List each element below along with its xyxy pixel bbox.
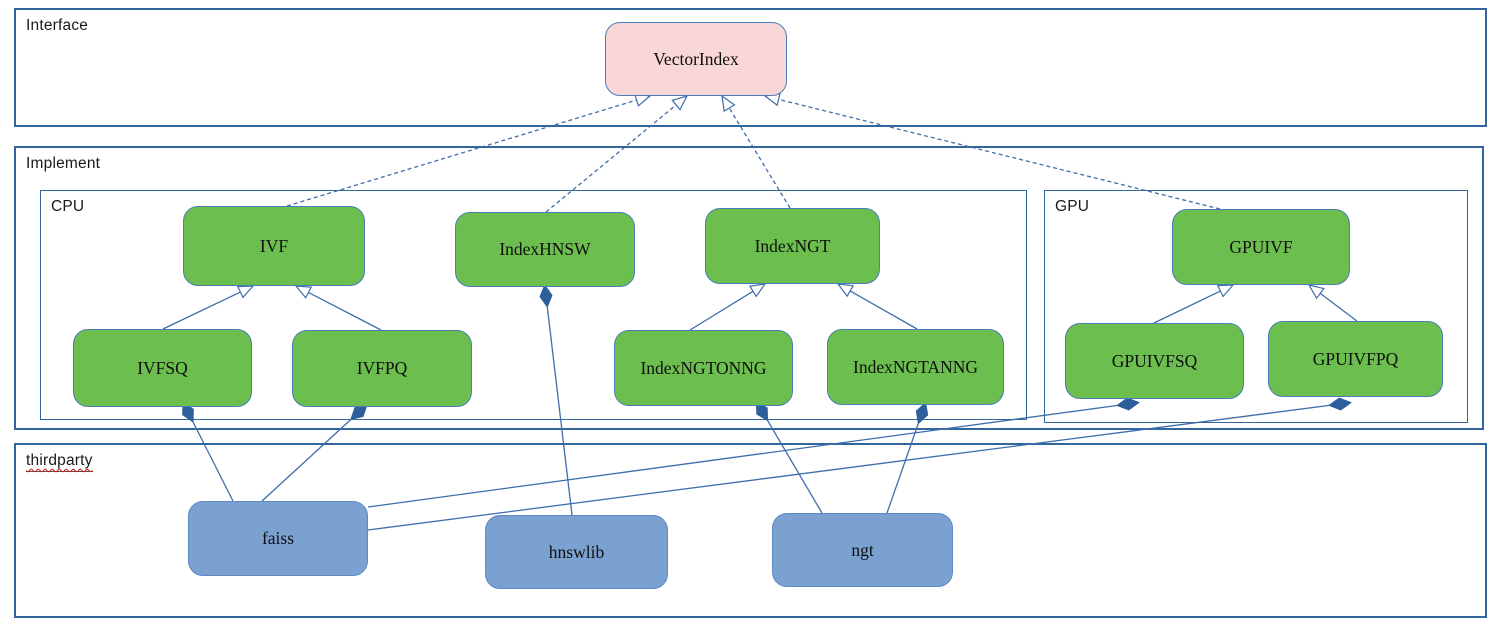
composition-diamond-icon <box>539 284 553 308</box>
group-thirdparty: thirdparty <box>14 443 1487 618</box>
edge-inheritance-IVFPQ-to-IVF <box>308 291 382 331</box>
arrowhead-hollow-triangle-icon <box>721 94 736 113</box>
group-interface: Interface <box>14 8 1487 127</box>
group-label-implement: Implement <box>26 155 101 172</box>
arrowhead-hollow-triangle-icon <box>1216 284 1235 298</box>
group-gpu: GPU <box>1044 190 1468 423</box>
node-IndexNGTANNG: IndexNGTANNG <box>827 329 1004 405</box>
edge-composition-IVFPQ-to-faiss <box>261 411 360 502</box>
arrowhead-hollow-triangle-icon <box>1307 284 1325 300</box>
group-label-interface: Interface <box>26 17 89 34</box>
group-label-thirdparty: thirdparty <box>26 452 93 472</box>
edge-inheritance-IndexNGTONNG-to-IndexNGT <box>689 290 754 331</box>
node-GPUIVFSQ: GPUIVFSQ <box>1065 323 1244 399</box>
node-label-IndexNGT: IndexNGT <box>754 235 831 256</box>
edge-inheritance-IVFSQ-to-IVF <box>162 291 241 330</box>
group-label-gpu: GPU <box>1055 198 1090 215</box>
node-label-IVFPQ: IVFPQ <box>356 358 408 378</box>
node-label-IndexHNSW: IndexHNSW <box>499 239 591 259</box>
node-ngt: ngt <box>772 513 953 587</box>
node-VectorIndex: VectorIndex <box>605 22 787 96</box>
edge-inheritance-GPUIVFSQ-to-GPUIVF <box>1153 290 1221 324</box>
edge-composition-IndexNGTONNG-to-ngt <box>761 410 823 514</box>
node-label-IndexNGTONNG: IndexNGTONNG <box>640 357 767 378</box>
node-label-IVFSQ: IVFSQ <box>137 357 188 378</box>
arrowhead-hollow-triangle-icon <box>634 93 652 107</box>
edge-realization-IVF-to-VectorIndex <box>286 99 637 207</box>
edge-composition-IndexHNSW-to-hnswlib <box>545 295 573 516</box>
edge-composition-IVFSQ-to-faiss <box>187 411 234 502</box>
edge-inheritance-GPUIVFPQ-to-GPUIVF <box>1319 292 1358 322</box>
node-label-ngt: ngt <box>851 539 874 560</box>
edge-realization-GPUIVF-to-VectorIndex <box>778 98 1221 210</box>
edge-composition-IndexNGTANNG-to-ngt <box>886 412 923 514</box>
edge-composition-GPUIVFSQ-to-faiss <box>367 403 1129 508</box>
node-IndexNGT: IndexNGT <box>705 208 880 284</box>
node-label-IndexNGTANNG: IndexNGTANNG <box>853 356 978 377</box>
node-label-GPUIVFSQ: GPUIVFSQ <box>1111 350 1198 371</box>
arrowhead-hollow-triangle-icon <box>236 285 255 299</box>
node-IndexHNSW: IndexHNSW <box>455 212 635 287</box>
edge-composition-GPUIVFPQ-to-faiss <box>367 403 1341 531</box>
group-label-cpu: CPU <box>51 198 85 215</box>
edge-realization-IndexNGT-to-VectorIndex <box>728 107 791 209</box>
node-label-hnswlib: hnswlib <box>548 541 605 562</box>
composition-diamond-icon <box>1116 397 1140 411</box>
node-GPUIVF: GPUIVF <box>1172 209 1350 285</box>
edge-realization-IndexHNSW-to-VectorIndex <box>545 104 677 213</box>
composition-diamond-icon <box>915 401 929 425</box>
node-IVFSQ: IVFSQ <box>73 329 252 407</box>
composition-diamond-icon <box>1328 397 1352 411</box>
node-label-faiss: faiss <box>261 528 295 548</box>
arrowhead-hollow-triangle-icon <box>671 95 689 111</box>
node-GPUIVFPQ: GPUIVFPQ <box>1268 321 1443 397</box>
node-label-IVF: IVF <box>259 235 289 256</box>
node-IVFPQ: IVFPQ <box>292 330 472 407</box>
node-IVF: IVF <box>183 206 365 286</box>
edge-inheritance-IndexNGTANNG-to-IndexNGT <box>849 290 918 330</box>
arrowhead-hollow-triangle-icon <box>836 283 855 298</box>
arrowhead-hollow-triangle-icon <box>748 283 767 298</box>
node-faiss: faiss <box>188 501 368 576</box>
arrowhead-hollow-triangle-icon <box>294 285 313 299</box>
node-label-VectorIndex: VectorIndex <box>653 48 739 69</box>
node-label-GPUIVF: GPUIVF <box>1229 236 1293 257</box>
group-implement: Implement <box>14 146 1484 430</box>
node-label-GPUIVFPQ: GPUIVFPQ <box>1312 348 1399 369</box>
node-IndexNGTONNG: IndexNGTONNG <box>614 330 793 406</box>
node-hnswlib: hnswlib <box>485 515 668 589</box>
group-cpu: CPU <box>40 190 1027 420</box>
